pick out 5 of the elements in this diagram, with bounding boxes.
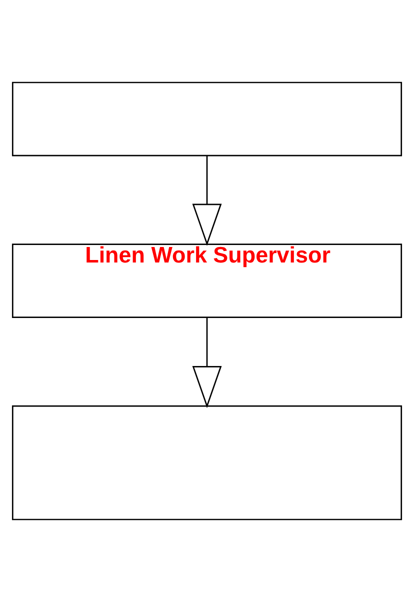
node-box: Linen Work Supervisor: [12, 243, 402, 318]
node-box: [12, 404, 402, 520]
arrow: [192, 155, 222, 246]
node-box: [12, 81, 402, 156]
arrow: [192, 316, 222, 408]
